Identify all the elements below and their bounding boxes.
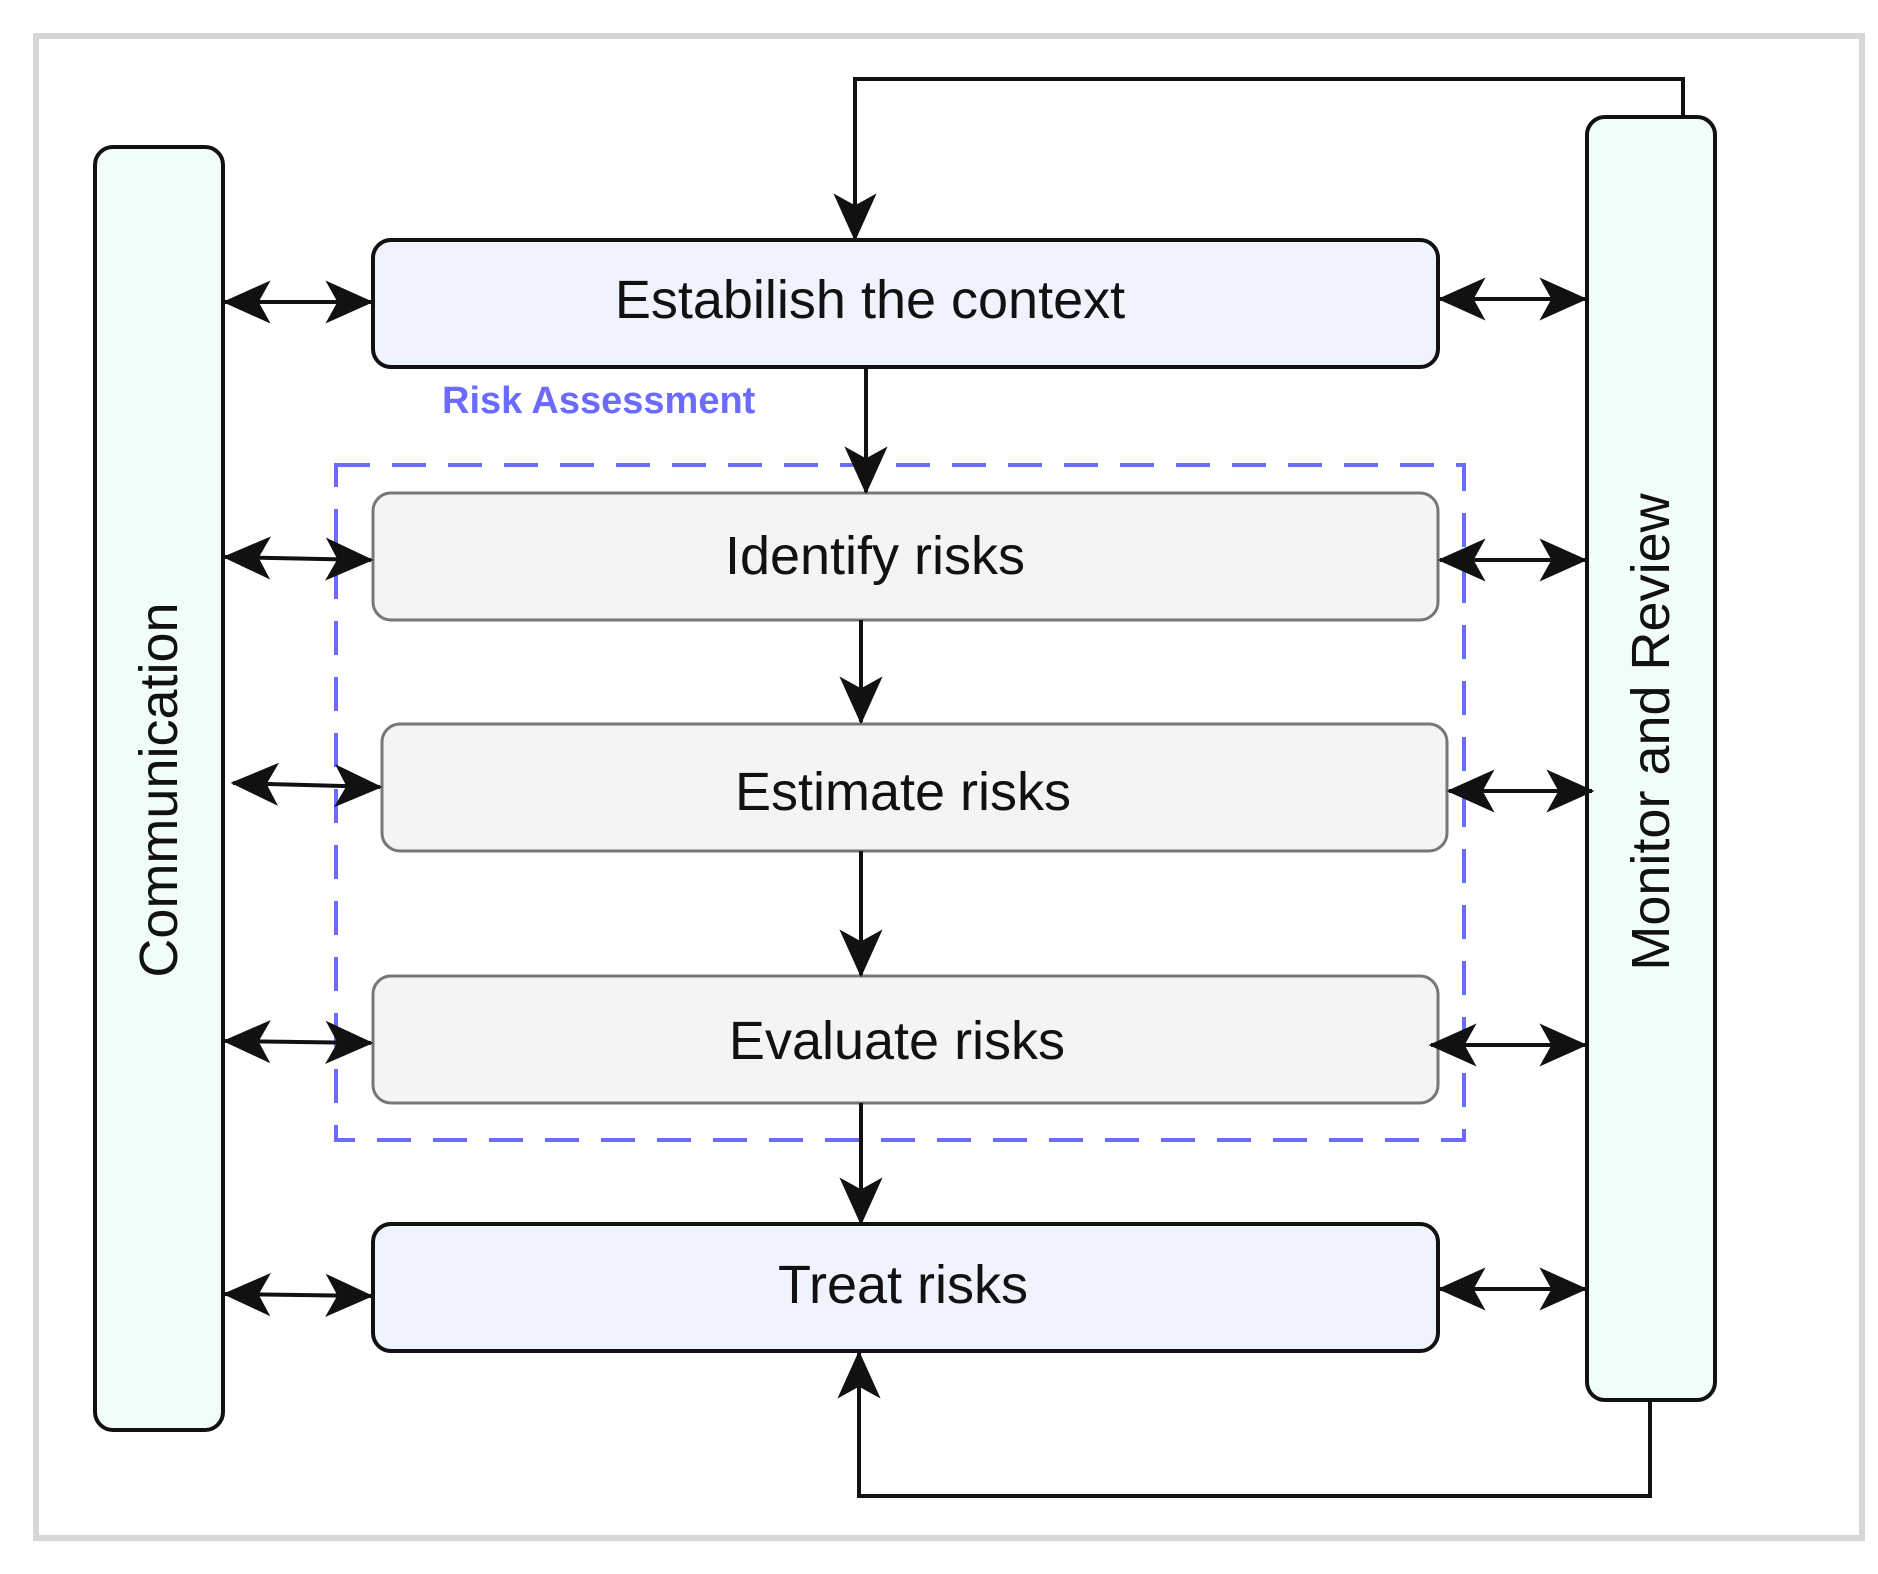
step-label-identify: Identify risks [725, 526, 1025, 586]
step-label-treat: Treat risks [778, 1255, 1028, 1315]
comm-arrow-identify [222, 536, 374, 581]
step-label-estimate: Estimate risks [735, 762, 1071, 822]
feedback-arrow-to-context [833, 77, 1685, 242]
risk-assessment-label: Risk Assessment [442, 380, 756, 422]
step-label-evaluate: Evaluate risks [729, 1011, 1065, 1071]
feedback-arrow-to-treat [837, 1350, 1652, 1498]
communication-bar [93, 145, 225, 1432]
monitor-review-label: Monitor and Review [1621, 492, 1681, 970]
comm-arrow-evaluate [222, 1020, 374, 1064]
comm-arrow-estimate [230, 762, 383, 808]
comm-arrow-treat [222, 1273, 374, 1317]
communication-label: Communication [129, 602, 189, 977]
step-label-context: Estabilish the context [615, 270, 1125, 330]
